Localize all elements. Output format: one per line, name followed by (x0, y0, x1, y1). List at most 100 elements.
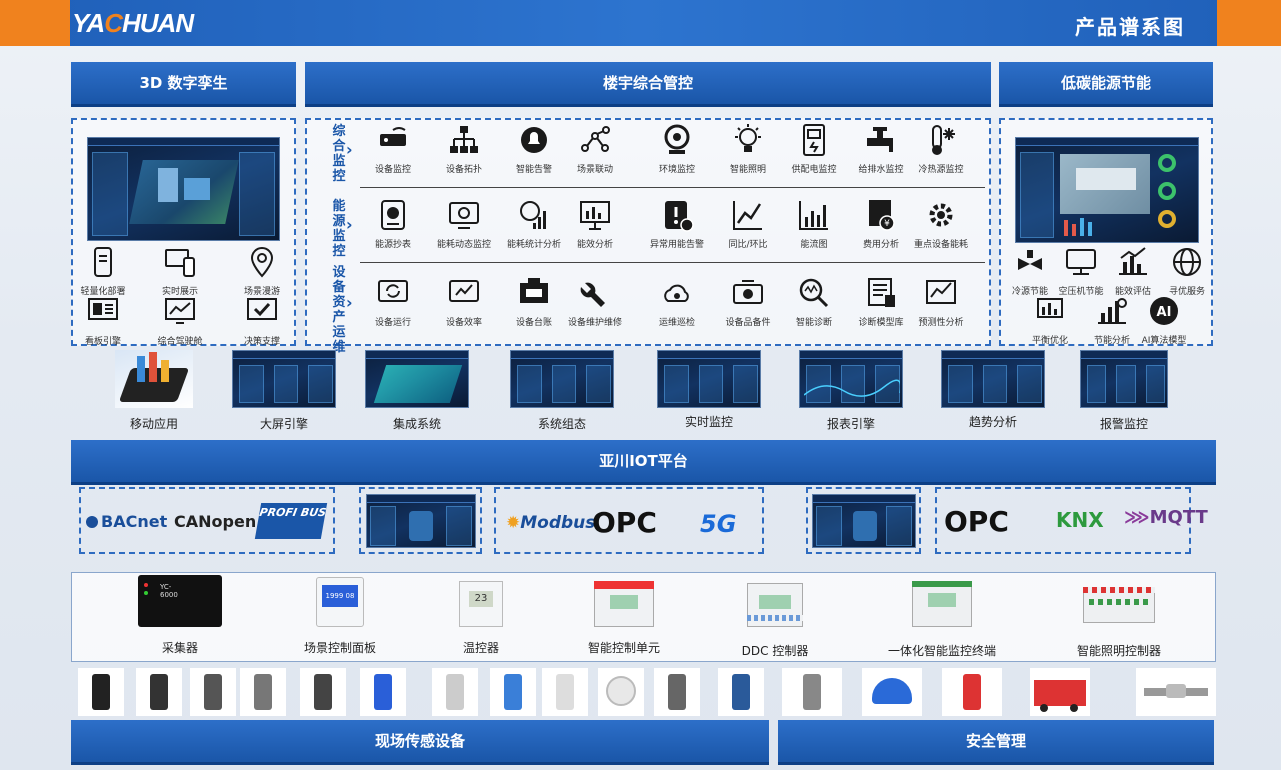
low-carbon-item-5-label: 平衡优化 (1031, 336, 1068, 346)
building-item-3-4[interactable]: 设备维护维修 (559, 275, 631, 328)
row-divider (360, 187, 985, 188)
building-item-2-8-label: 费用分析 (862, 240, 899, 250)
device-caption-5: DDC 控制器 (741, 644, 809, 658)
platform-screen-box-1 (359, 487, 482, 554)
low-carbon-item-3[interactable]: 能效评估 (1097, 244, 1169, 297)
twin-item-4[interactable]: 看板引擎 (67, 294, 139, 347)
building-item-1-7-label: 供配电监控 (791, 165, 837, 175)
building-item-2-4[interactable]: 能效分析 (559, 197, 631, 250)
building-item-3-1-refresh-icon (375, 275, 411, 311)
twin-item-1[interactable]: 轻量化部署 (67, 244, 139, 297)
sensor-image-14 (862, 668, 922, 716)
twin-item-1-label: 轻量化部署 (80, 287, 126, 297)
device-caption-1: 采集器 (161, 641, 198, 655)
platform-screen-box-2 (806, 487, 921, 554)
building-item-3-6[interactable]: 设备品备件 (712, 275, 784, 328)
building-item-3-1-label: 设备运行 (374, 318, 411, 328)
device-caption-3: 温控器 (462, 641, 499, 655)
app-screenshot-8[interactable] (1080, 350, 1168, 408)
building-item-3-1[interactable]: 设备运行 (357, 275, 429, 328)
low-carbon-screen-image (1015, 137, 1199, 243)
building-item-3-2-label: 设备效率 (445, 318, 482, 328)
low-carbon-item-3-label: 能效评估 (1114, 287, 1151, 297)
building-item-2-8-bill-icon: ¥ (863, 197, 899, 233)
protocol-bacnet: BACnet (86, 512, 167, 531)
panel-readout: 1999 08 (322, 585, 358, 607)
building-item-1-4[interactable]: 场景联动 (559, 122, 631, 175)
building-item-2-2-label: 能耗动态监控 (436, 240, 491, 250)
building-item-2-1[interactable]: 能源抄表 (357, 197, 429, 250)
protocol-5g: 5G (700, 510, 737, 538)
app-screenshot-6[interactable] (799, 350, 903, 408)
building-item-2-7[interactable]: 能流图 (778, 197, 850, 250)
header-accent-right (1217, 0, 1281, 46)
app-screenshot-7[interactable] (941, 350, 1045, 408)
app-caption-2: 大屏引擎 (259, 417, 308, 431)
low-carbon-item-6-analysis-icon (1094, 293, 1130, 329)
building-item-1-8-pipe-icon (863, 122, 899, 158)
twin-item-1-phone-icon (85, 244, 121, 280)
building-item-2-7-bars-icon (796, 197, 832, 233)
twin-item-6[interactable]: 决策支撑 (226, 294, 298, 347)
building-item-2-5[interactable]: 异常用能告警 (641, 197, 713, 250)
building-item-2-6-line-icon (730, 197, 766, 233)
building-item-2-6[interactable]: 同比/环比 (712, 197, 784, 250)
header-accent-left (0, 0, 70, 46)
building-item-2-3[interactable]: 能耗统计分析 (498, 197, 570, 250)
twin-item-3[interactable]: 场景漫游 (226, 244, 298, 297)
building-row-label-2: 能源监控 (332, 199, 346, 259)
protocol-profibus: PROFI BUS (254, 503, 327, 539)
chevron-right-icon: › (346, 215, 353, 234)
app-screenshot-2[interactable] (232, 350, 336, 408)
app-screenshot-3[interactable] (365, 350, 469, 408)
low-carbon-item-2[interactable]: 空压机节能 (1045, 244, 1117, 297)
app-screenshot-5[interactable] (657, 350, 761, 408)
building-item-2-5-warn-icon (659, 197, 695, 233)
building-item-1-8[interactable]: 给排水监控 (845, 122, 917, 175)
building-item-1-1-box-icon (375, 122, 411, 158)
building-item-3-3[interactable]: 设备台账 (498, 275, 570, 328)
building-item-3-2[interactable]: 设备效率 (428, 275, 500, 328)
twin-item-5[interactable]: 综合驾驶舱 (144, 294, 216, 347)
low-carbon-item-6[interactable]: 节能分析 (1076, 293, 1148, 346)
chevron-right-icon: › (346, 140, 353, 159)
sensor-image-1 (78, 668, 124, 716)
sensor-image-11 (654, 668, 700, 716)
building-item-1-5[interactable]: 环境监控 (641, 122, 713, 175)
building-item-1-1[interactable]: 设备监控 (357, 122, 429, 175)
building-item-1-9[interactable]: 冷热源监控 (905, 122, 977, 175)
building-item-2-1-doc-icon (375, 197, 411, 233)
building-item-3-9[interactable]: 预测性分析 (905, 275, 977, 328)
chevron-right-icon: › (346, 293, 353, 312)
building-item-1-2[interactable]: 设备拓扑 (428, 122, 500, 175)
app-screenshot-4[interactable] (510, 350, 614, 408)
app-caption-4: 系统组态 (537, 417, 586, 431)
section-iot-platform: 亚川IOT平台 (71, 440, 1216, 482)
twin-item-2[interactable]: 实时展示 (144, 244, 216, 297)
low-carbon-item-4[interactable]: 寻优服务 (1151, 244, 1223, 297)
low-carbon-item-1[interactable]: 冷源节能 (994, 244, 1066, 297)
building-item-2-9[interactable]: 重点设备能耗 (905, 197, 977, 250)
building-item-2-3-stats-icon (516, 197, 552, 233)
building-item-3-9-predict-icon (923, 275, 959, 311)
building-item-3-3-ledger-icon (516, 275, 552, 311)
building-item-1-6[interactable]: 智能照明 (712, 122, 784, 175)
building-item-1-2-tree-icon (446, 122, 482, 158)
low-carbon-item-6-label: 节能分析 (1093, 336, 1130, 346)
device-caption-7: 智能照明控制器 (1076, 644, 1161, 658)
twin-item-5-cockpit-icon (162, 294, 198, 330)
building-item-3-8[interactable]: 诊断模型库 (845, 275, 917, 328)
building-item-1-3[interactable]: 智能告警 (498, 122, 570, 175)
section-building: 楼宇综合管控 (305, 62, 991, 104)
building-item-2-8[interactable]: ¥ 费用分析 (845, 197, 917, 250)
building-item-1-7[interactable]: 供配电监控 (778, 122, 850, 175)
low-carbon-item-5[interactable]: 平衡优化 (1014, 293, 1086, 346)
section-sensing: 现场传感设备 (71, 720, 769, 762)
twin-screen-image (87, 137, 280, 241)
app-screenshot-1[interactable] (115, 350, 193, 408)
building-item-3-5[interactable]: 运维巡检 (641, 275, 713, 328)
building-item-3-7[interactable]: 智能诊断 (778, 275, 850, 328)
building-item-2-2[interactable]: 能耗动态监控 (428, 197, 500, 250)
device-caption-4: 智能控制单元 (587, 641, 660, 655)
